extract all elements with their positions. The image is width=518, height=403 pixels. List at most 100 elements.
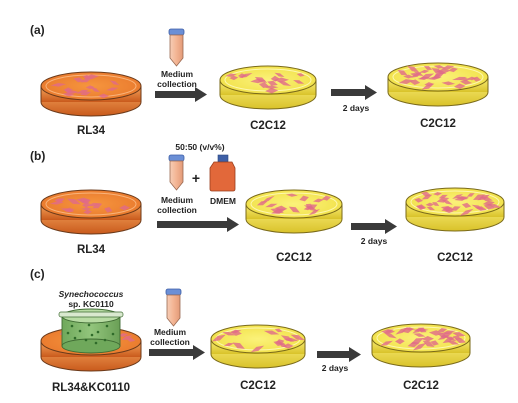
c2c12-cells [225,72,305,94]
cell-shape [296,73,305,77]
cell-shape [436,197,450,203]
cell-shape [441,65,455,70]
cell-shape [82,202,91,208]
cell-shape [49,201,64,205]
cell-shape [109,80,120,86]
cell-shape [98,93,109,99]
incubation-label: 2 days [361,236,388,246]
cell-shape [414,197,424,203]
c2c12-result-cells [379,327,467,351]
cell-shape [250,345,265,353]
cell-shape [265,87,279,94]
cell-shape [420,191,432,197]
c2c12-result-cells [397,64,482,90]
cell-shape [422,340,435,348]
c2c12-cells [211,328,305,353]
c2c12-result-dish [387,62,489,107]
cell-shape [450,206,461,211]
cell-shape [263,85,279,90]
cell-shape [430,340,439,346]
cell-shape [397,70,408,76]
dmem-label: DMEM [210,196,236,206]
c2c12-label: C2C12 [250,120,286,132]
cell-shape [119,205,131,211]
cell-shape [433,64,445,69]
medium-collection-label-line1: Medium [161,69,194,79]
cell-shape [273,340,284,347]
cell-shape [483,204,495,210]
cell-shape [288,206,300,213]
cell-shape [267,80,278,86]
cell-shape [299,195,309,202]
cell-shape [85,85,95,90]
cell-shape [395,338,405,345]
cell-shape [419,69,430,74]
cell-shape [440,332,453,338]
cell-shape [263,330,280,335]
cell-shape [421,335,434,342]
cell-shape [441,81,456,86]
c2c12-result-dish [371,323,471,368]
falcon-tube-icon [165,288,182,327]
cell-shape [265,203,278,208]
cell-shape [407,65,420,73]
cell-shape [211,334,226,342]
cell-shape [403,74,414,79]
cell-shape [482,200,495,206]
cell-shape [285,193,298,197]
cell-shape [445,335,457,342]
cell-shape [431,68,444,75]
cell-shape [416,204,427,210]
cell-shape [413,333,426,337]
cell-shape [254,77,268,83]
cell-shape [80,77,93,83]
cell-shape [432,202,440,206]
cell-shape [452,76,468,81]
cell-shape [225,73,237,77]
panel-a-label: (a) [30,23,45,37]
cell-shape [410,72,419,77]
cell-shape [121,335,133,341]
rl34-dish [40,71,142,117]
cell-shape [282,343,294,349]
synechococcus-label-line1: Synechococcus [59,289,124,299]
rl34-dish [40,189,142,235]
rl34-cells [50,74,120,99]
medium-collection-label-line2: collection [157,205,197,215]
arrow-incubation [317,347,361,362]
cell-shape [433,191,443,196]
plus-sign: + [192,170,200,186]
arrow-medium-transfer [149,345,205,360]
cell-shape [293,80,305,84]
medium-collection-label-line2: collection [150,337,190,347]
c2c12-result-dish [405,187,505,232]
cell-shape [454,338,467,344]
cell-shape [80,91,92,96]
cell-shape [76,89,89,94]
cell-shape [421,83,435,90]
cell-shape [410,337,424,345]
incubation-label: 2 days [343,103,370,113]
cell-shape [383,332,397,339]
cell-shape [222,331,236,336]
medium-collection-label-line1: Medium [154,327,187,337]
cell-shape [437,68,451,74]
rl34-cells [49,197,131,215]
cell-shape [458,77,472,82]
cell-shape [60,208,74,212]
falcon-tube-icon [168,28,185,67]
cell-shape [106,87,119,91]
cell-shape [229,329,242,333]
cell-shape [417,76,431,80]
cell-culture-insert [58,308,124,354]
synechococcus-cells [66,323,115,345]
cell-shape [379,340,394,346]
cell-shape [459,79,473,85]
c2c12-label: C2C12 [240,380,276,392]
medium-collection-label-line2: collection [157,79,197,89]
rl34-kc0110-label: RL34&KC0110 [52,382,130,394]
ratio-label: 50:50 (v/v%) [175,142,224,152]
cell-shape [237,73,247,79]
